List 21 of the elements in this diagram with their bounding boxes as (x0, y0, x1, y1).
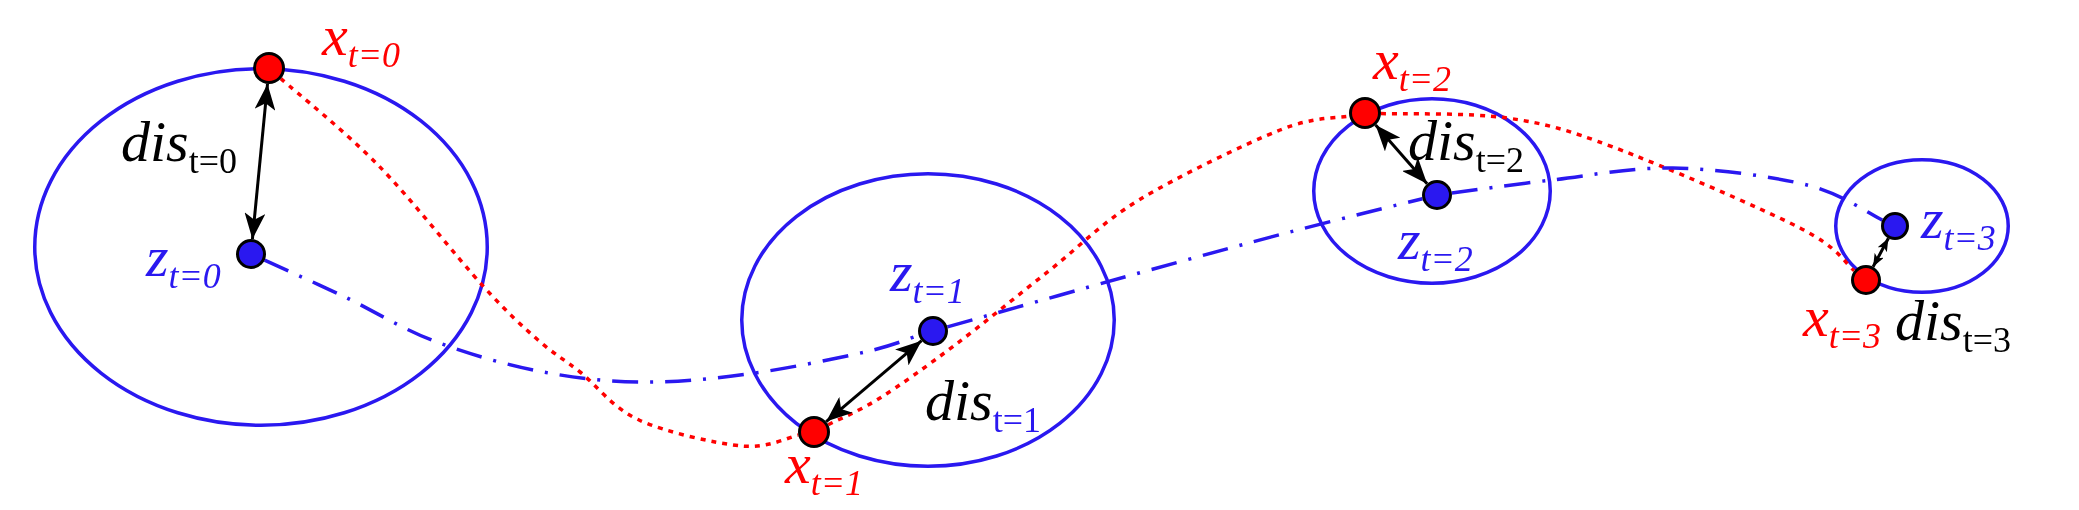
point-label: z$_{t=2}$ (1398, 211, 1473, 278)
point-label: z$_{t=3}$ (1921, 190, 1996, 257)
edge-label: dis$_{t=3}$ (1895, 292, 2011, 359)
dash-dot-curve (1451, 166, 1884, 222)
double-arrow (825, 339, 923, 423)
dotted-curve (279, 77, 799, 449)
edge-label: dis$_{t=2}$ (1408, 112, 1524, 179)
edge-label: dis$_{t=1}$ (925, 372, 1041, 439)
point-label: z$_{t=1}$ (890, 243, 965, 310)
dotted-curve (1380, 111, 1856, 272)
edge-label: dis$_{t=0}$ (121, 113, 237, 180)
point-label: z$_{t=0}$ (146, 228, 221, 295)
point-label: x$_{t=1}$ (785, 435, 863, 502)
double-arrow (1374, 124, 1429, 185)
double-arrow (244, 83, 276, 240)
boundary-ellipse (33, 67, 489, 427)
double-arrow (1871, 237, 1890, 268)
point-label: x$_{t=0}$ (322, 7, 400, 74)
dash-dot-curve (946, 197, 1423, 329)
point-label: x$_{t=3}$ (1803, 288, 1881, 355)
point-label: x$_{t=2}$ (1373, 31, 1451, 98)
